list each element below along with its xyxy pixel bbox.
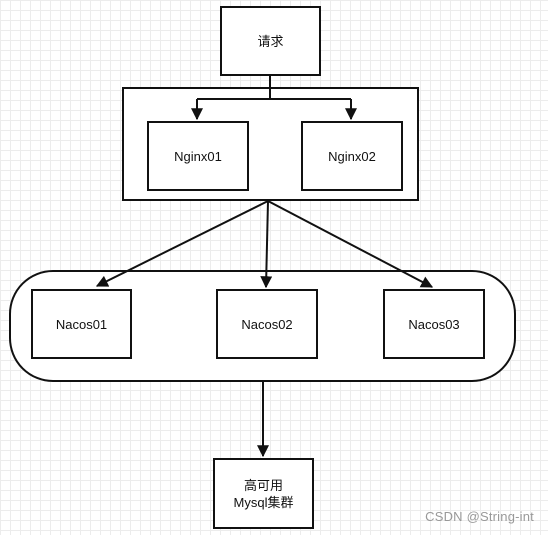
arrow-to-nacos02 bbox=[260, 200, 273, 289]
nginx01-node: Nginx01 bbox=[147, 121, 249, 191]
nginx02-node: Nginx02 bbox=[301, 121, 403, 191]
request-node: 请求 bbox=[220, 6, 321, 76]
nacos03-label: Nacos03 bbox=[408, 316, 460, 332]
mysql-cluster-node: 高可用 Mysql集群 bbox=[213, 458, 314, 529]
arrow-to-nacos01 bbox=[95, 200, 269, 287]
mysql-label-line2: Mysql集群 bbox=[233, 494, 294, 510]
csdn-watermark: CSDN @String-int bbox=[425, 509, 534, 524]
mysql-label-line1: 高可用 bbox=[243, 477, 283, 493]
nginx01-label: Nginx01 bbox=[174, 148, 222, 164]
request-label: 请求 bbox=[257, 33, 284, 49]
nacos01-label: Nacos01 bbox=[55, 316, 108, 332]
nacos02-node: Nacos02 bbox=[216, 289, 318, 359]
nacos02-label: Nacos02 bbox=[241, 316, 293, 332]
arrow-to-nacos03 bbox=[267, 200, 434, 288]
nginx02-label: Nginx02 bbox=[328, 148, 376, 164]
mysql-label: 高可用 Mysql集群 bbox=[234, 477, 294, 511]
nacos01-node: Nacos01 bbox=[31, 289, 132, 359]
nacos03-node: Nacos03 bbox=[383, 289, 485, 359]
